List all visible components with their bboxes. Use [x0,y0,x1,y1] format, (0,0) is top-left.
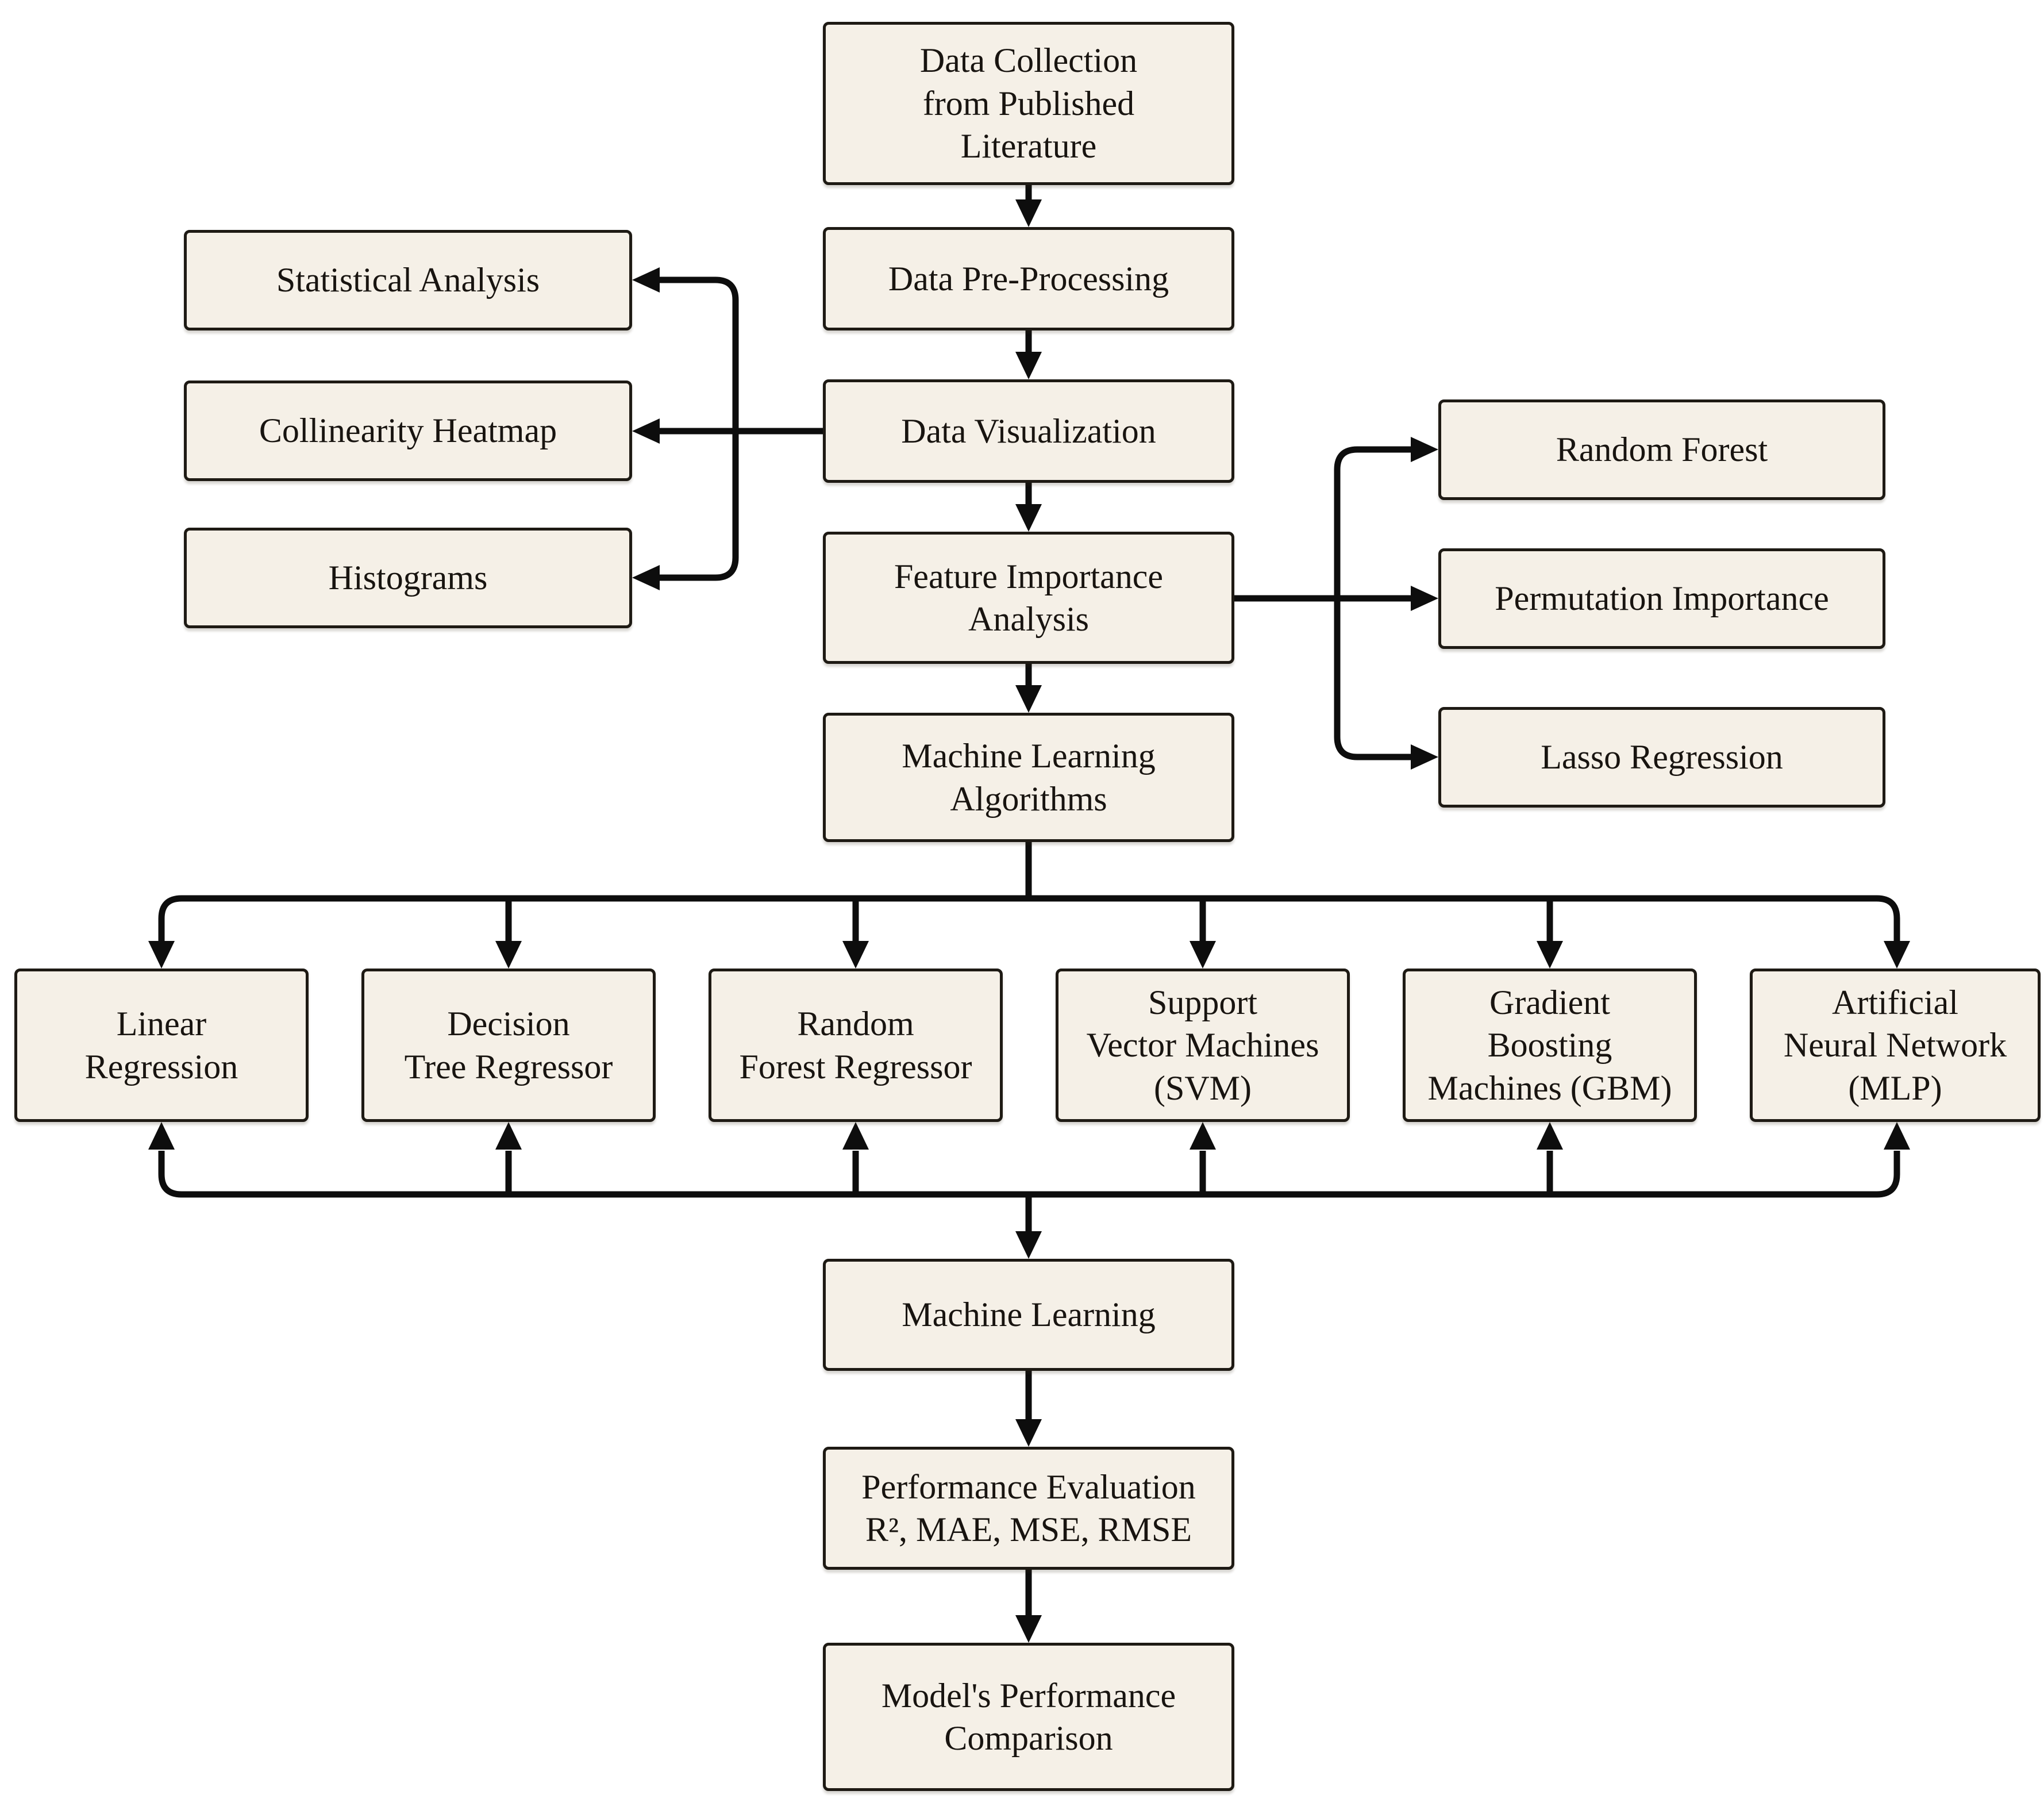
bus-lower-right-corner [1876,1151,1900,1198]
arrowhead-down [1015,1615,1042,1643]
node-collinearity-heatmap: Collinearity Heatmap [184,381,632,481]
arrowhead-down [1537,941,1563,969]
node-linear-regression: Linear Regression [14,969,309,1122]
arrowhead-down [1015,504,1042,532]
node-gradient-boosting-machines: Gradient Boosting Machines (GBM) [1403,969,1697,1122]
arrowhead-left [632,565,660,590]
arrowhead-left [632,418,660,444]
arrowhead-down [1015,199,1042,227]
arrowhead-down [1015,1231,1042,1259]
arrowhead-up [842,1122,869,1150]
arrowhead-up [495,1122,522,1150]
node-lasso-regression: Lasso Regression [1438,707,1885,808]
node-permutation-importance: Permutation Importance [1438,548,1885,649]
node-artificial-neural-network: Artificial Neural Network (MLP) [1750,969,2041,1122]
node-decision-tree-regressor: Decision Tree Regressor [361,969,656,1122]
arrowhead-left [632,267,660,293]
node-data-pre-processing: Data Pre-Processing [823,227,1234,331]
node-machine-learning: Machine Learning [823,1259,1234,1371]
node-models-performance-comparison: Model's Performance Comparison [823,1643,1234,1791]
arrowhead-right [1411,744,1438,770]
arrowhead-up [1537,1122,1563,1150]
bus-right-branch [1334,446,1411,760]
arrowhead-up [1190,1122,1216,1150]
node-statistical-analysis: Statistical Analysis [184,230,632,331]
arrowhead-up [148,1122,175,1150]
arrowhead-right [1411,437,1438,462]
bus-upper-right-corner [1876,895,1900,942]
node-histograms: Histograms [184,528,632,628]
node-feature-importance-analysis: Feature Importance Analysis [823,532,1234,664]
node-random-forest: Random Forest [1438,399,1885,500]
arrowhead-up [1884,1122,1910,1150]
arrowhead-down [148,941,175,969]
arrowhead-down [1015,352,1042,379]
node-support-vector-machines: Support Vector Machines (SVM) [1056,969,1350,1122]
bus-left-branch [660,276,739,581]
node-machine-learning-algorithms: Machine Learning Algorithms [823,713,1234,842]
arrowhead-down [1190,941,1216,969]
node-performance-evaluation: Performance Evaluation R², MAE, MSE, RMS… [823,1447,1234,1570]
arrowhead-down [1015,1419,1042,1447]
arrowhead-right [1411,586,1438,611]
arrowhead-down [1015,685,1042,713]
node-data-visualization: Data Visualization [823,379,1234,483]
node-data-collection: Data Collection from Published Literatur… [823,22,1234,185]
arrowhead-down [1884,941,1910,969]
node-random-forest-regressor: Random Forest Regressor [709,969,1003,1122]
bus-lower-left-corner [158,1151,182,1198]
arrowhead-down [842,941,869,969]
arrowhead-down [495,941,522,969]
bus-upper-left-corner [158,895,182,942]
